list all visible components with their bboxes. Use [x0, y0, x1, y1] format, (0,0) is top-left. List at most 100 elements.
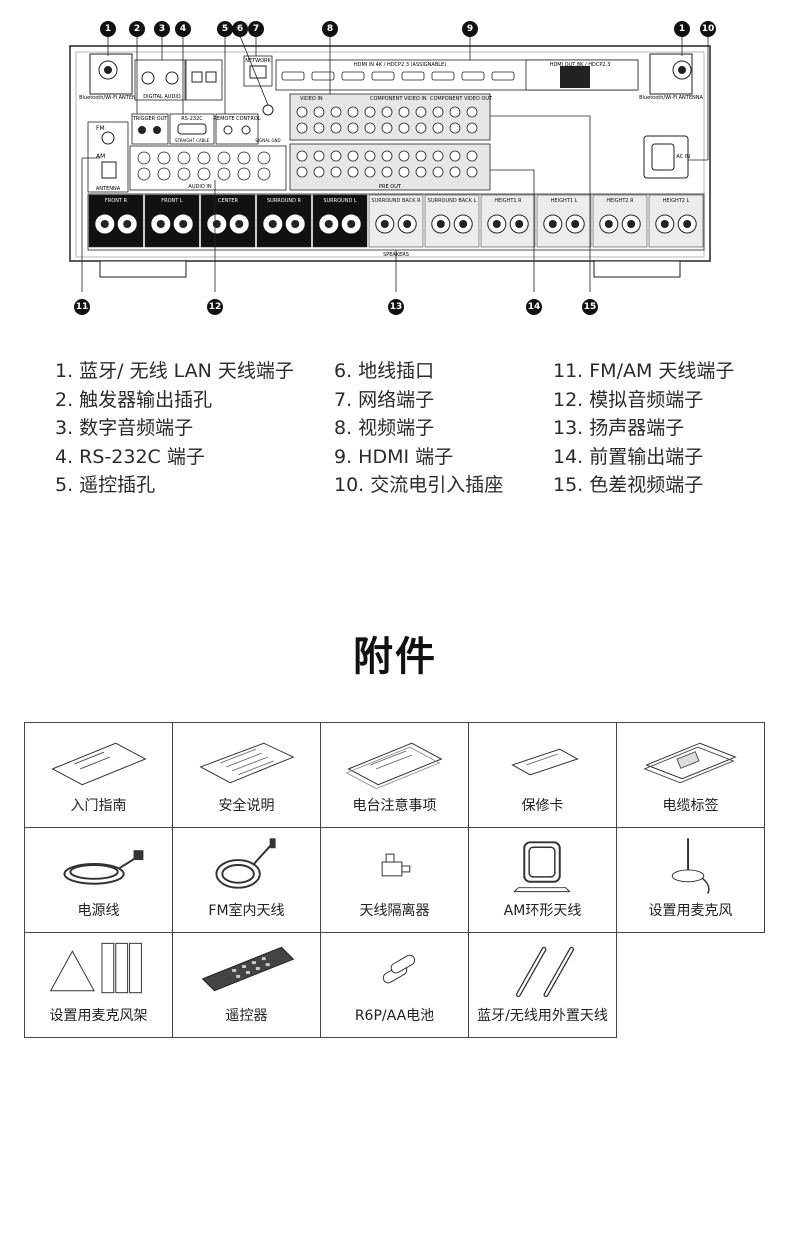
audio-jack: [197, 167, 211, 181]
callout-9: 9: [462, 21, 478, 37]
speaker-terminal-core: [380, 220, 389, 228]
audio-jack: [237, 167, 251, 181]
preout-jacks: [296, 150, 478, 178]
audio-jack: [217, 167, 231, 181]
speaker-group-label: HEIGHT1 R: [494, 198, 522, 204]
audio-jacks: [137, 151, 271, 181]
video-jack: [313, 106, 325, 118]
accessory-label: 蓝牙/无线用外置天线: [477, 1008, 608, 1024]
speaker-terminal-core: [459, 220, 468, 228]
accessory-cell: 保修卡: [468, 722, 617, 828]
audio-in-label: AUDIO IN: [188, 184, 211, 190]
preout-jack: [415, 166, 427, 178]
hdmi-port: [341, 71, 365, 81]
speaker-group-label: SURROUND R: [267, 198, 302, 204]
speaker-terminal-core: [347, 220, 356, 228]
preout-jack: [381, 150, 393, 162]
hdmi-port: [461, 71, 485, 81]
speaker-terminal-core: [100, 220, 109, 228]
rs232c-label: RS-232C: [181, 116, 203, 122]
accessory-cell: R6P/AA电池: [320, 932, 469, 1038]
callout-5: 5: [217, 21, 233, 37]
terminal-legend: 1. 蓝牙/ 无线 LAN 天线端子 2. 触发器输出插孔 3. 数字音频端子 …: [0, 357, 790, 507]
video-jack: [415, 122, 427, 134]
video-jack: [364, 122, 376, 134]
fm-indoor-antenna-icon: [215, 838, 276, 889]
radio-notes-icon: [345, 742, 443, 790]
preout-jack: [313, 166, 325, 178]
speaker-terminal-core: [156, 220, 165, 228]
accessory-label: 设置用麦克风: [648, 903, 733, 919]
hdmi-in-label: HDMI IN 4K / HDCP2.3 (ASSIGNABLE): [354, 62, 446, 68]
callout-11: 11: [74, 299, 90, 315]
legend-item: 7. 网络端子: [334, 388, 435, 411]
accessory-label: R6P/AA电池: [354, 1008, 435, 1024]
quick-start-guide-icon: [51, 742, 147, 786]
video-jack: [381, 106, 393, 118]
video-jack: [449, 106, 461, 118]
video-jack: [466, 122, 478, 134]
preout-jack: [313, 150, 325, 162]
video-jack: [313, 122, 325, 134]
video-jack: [432, 106, 444, 118]
speaker-terminal-core: [627, 220, 636, 228]
accessory-cell: 入门指南: [24, 722, 173, 828]
antenna-label: ANTENNA: [96, 186, 121, 192]
legend-item: 11. FM/AM 天线端子: [553, 360, 735, 382]
hdmi-port: [281, 71, 305, 81]
accessory-cell: 电源线: [24, 827, 173, 933]
video-jack: [347, 106, 359, 118]
bt-antenna-left-label: Bluetooth/Wi-Fi ANTENNA: [79, 95, 143, 101]
power-cord-icon: [63, 850, 144, 885]
speaker-group-label: HEIGHT2 L: [663, 198, 690, 204]
speaker-terminal-core: [268, 220, 277, 228]
callout-10: 10: [700, 21, 716, 37]
legend-item: 10. 交流电引入插座: [334, 474, 504, 497]
video-jack: [296, 106, 308, 118]
speaker-terminal-core: [324, 220, 333, 228]
network-label: NETWORK: [245, 58, 271, 64]
legend-column-3: 11. FM/AM 天线端子 12. 模拟音频端子 13. 扬声器端子 14. …: [553, 357, 734, 500]
preout-jack: [296, 166, 308, 178]
accessory-label: 安全说明: [218, 798, 275, 814]
bt-antenna-right-label: Bluetooth/Wi-Fi ANTENNA: [639, 95, 703, 101]
video-jack: [330, 122, 342, 134]
speaker-group-label: SURROUND BACK R: [371, 198, 421, 204]
component-video-out-label: COMPONENT VIDEO OUT: [430, 96, 493, 102]
audio-jack: [157, 151, 171, 165]
ac-in-label: AC IN: [676, 154, 690, 160]
rear-panel-diagram: Bluetooth/Wi-Fi ANTENNA Bluetooth/Wi-Fi …: [0, 0, 790, 330]
legend-item: 15. 色差视频端子: [553, 474, 704, 497]
preout-jack: [364, 150, 376, 162]
callout-1-right: 1: [674, 21, 690, 37]
legend-item: 9. HDMI 端子: [334, 445, 454, 468]
speaker-terminal-core: [492, 220, 501, 228]
legend-item: 4. RS-232C 端子: [55, 445, 205, 468]
speaker-group-label: FRONT R: [105, 198, 128, 204]
callout-13: 13: [388, 299, 404, 315]
video-jack: [432, 122, 444, 134]
speaker-group-label: HEIGHT1 L: [551, 198, 578, 204]
leader-lines: [81, 35, 709, 292]
legend-column-1: 1. 蓝牙/ 无线 LAN 天线端子 2. 触发器输出插孔 3. 数字音频端子 …: [55, 357, 294, 500]
accessory-label: FM室内天线: [208, 903, 285, 919]
speaker-terminal-core: [515, 220, 524, 228]
straight-cable-label: STRAIGHT CABLE: [175, 138, 210, 143]
callout-14: 14: [526, 299, 542, 315]
accessories-grid: 入门指南 安全说明 电台注意事项 保修卡 电缆标签: [24, 722, 767, 1040]
callout-3: 3: [154, 21, 170, 37]
callout-1: 1: [100, 21, 116, 37]
legend-item: 2. 触发器输出插孔: [55, 388, 213, 411]
video-jack: [398, 122, 410, 134]
preout-jack: [364, 166, 376, 178]
preout-jack: [398, 166, 410, 178]
speaker-terminal-core: [571, 220, 580, 228]
accessory-cell: 电缆标签: [616, 722, 765, 828]
preout-jack: [432, 150, 444, 162]
accessory-cell: 电台注意事项: [320, 722, 469, 828]
speaker-group-label: CENTER: [218, 198, 239, 204]
preout-jack: [330, 166, 342, 178]
aa-batteries-icon: [382, 954, 416, 984]
speaker-terminal-core: [660, 220, 669, 228]
preout-jack: [466, 166, 478, 178]
